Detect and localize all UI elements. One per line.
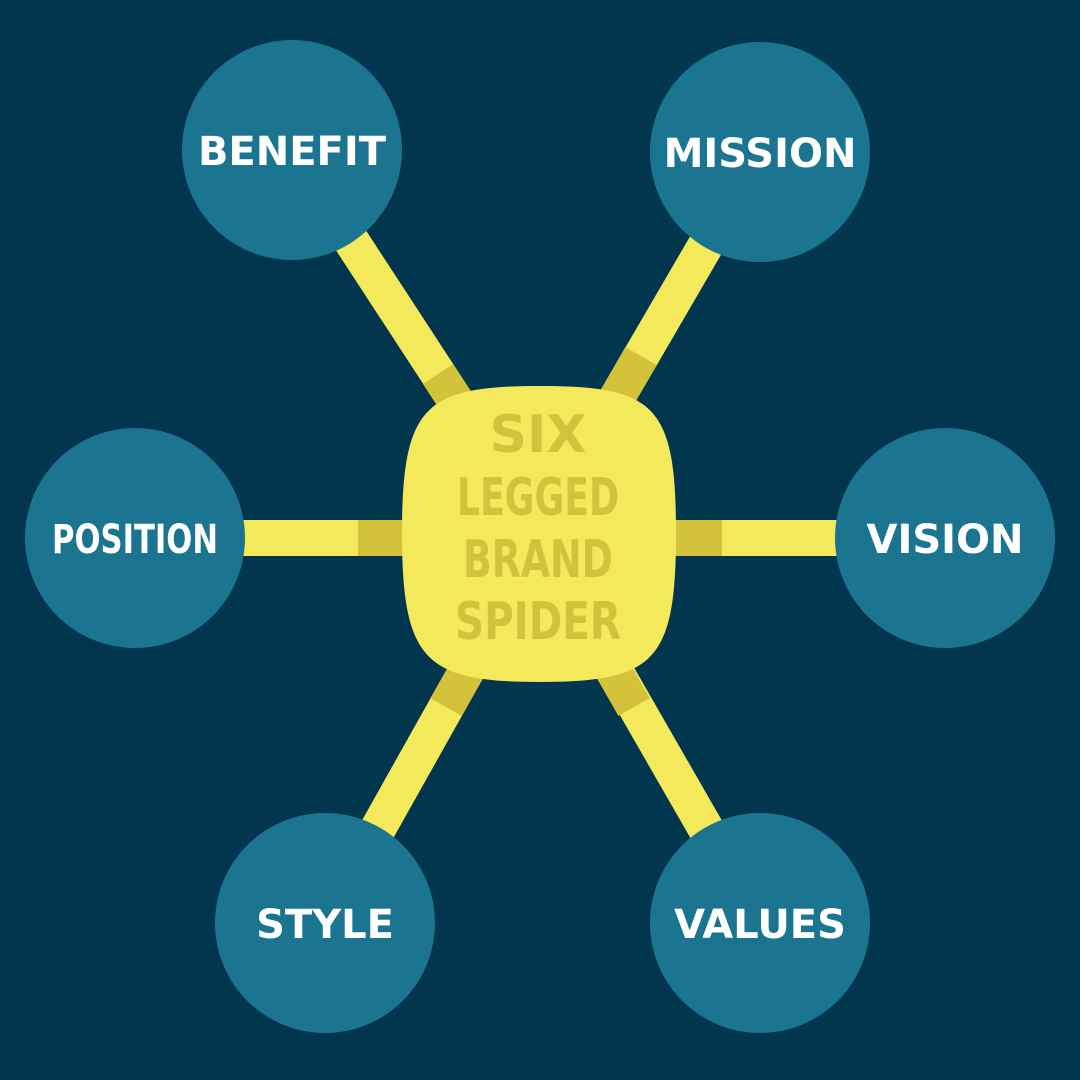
node-style-circle [215, 813, 435, 1033]
node-vision-label: VISION [866, 517, 1023, 563]
spider-body: SIX LEGGED BRAND SPIDER [402, 386, 676, 682]
center-line-2: LEGGED [457, 468, 619, 528]
node-benefit-circle [182, 40, 402, 260]
node-style-label: STYLE [256, 902, 394, 948]
node-benefit: BENEFIT [182, 40, 402, 260]
node-values-circle [650, 813, 870, 1033]
center-line-4: SPIDER [455, 592, 621, 652]
outer-nodes: BENEFIT MISSION POSITION VISION STYLE VA… [25, 40, 1055, 1033]
node-benefit-label: BENEFIT [198, 129, 387, 175]
center-line-1: SIX [490, 405, 587, 465]
node-mission-label: MISSION [664, 131, 857, 177]
node-mission-circle [650, 42, 870, 262]
node-values-label: VALUES [674, 902, 846, 948]
node-vision-circle [835, 428, 1055, 648]
node-position-label: POSITION [52, 517, 218, 563]
node-values: VALUES [650, 813, 870, 1033]
node-vision: VISION [835, 428, 1055, 648]
spider-body-shape [402, 386, 676, 682]
center-line-3: BRAND [463, 530, 613, 590]
node-position: POSITION [25, 428, 245, 648]
node-position-circle [25, 428, 245, 648]
node-mission: MISSION [650, 42, 870, 262]
node-style: STYLE [215, 813, 435, 1033]
